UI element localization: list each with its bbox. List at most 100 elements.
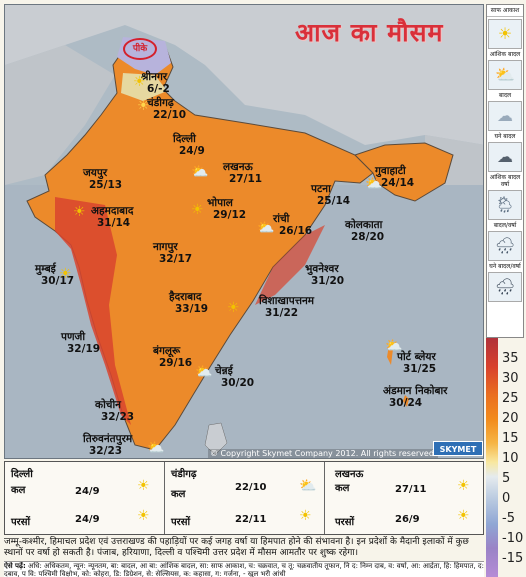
sun-icon: ☀ xyxy=(299,508,312,524)
forecast-temp: 26/9 xyxy=(395,514,420,525)
partly-cloudy-icon: ⛅ xyxy=(257,220,275,236)
forecast-city: चंडीगढ़ xyxy=(171,469,197,480)
weather-legend: साफ आकाश ☀ आंशिक बादल ⛅ बादल ☁ घने बादल … xyxy=(486,4,524,338)
forecast-city: दिल्ली xyxy=(11,469,33,480)
india-landmass xyxy=(26,38,374,451)
city-panaji: पणजी32/19 xyxy=(61,331,101,355)
andaman-islands xyxy=(387,345,393,365)
sri-lanka xyxy=(204,422,228,456)
cloud-icon: ☁ xyxy=(488,101,522,131)
temperature-scale: 35 30 25 20 15 10 5 0 -5 -10 -15 xyxy=(486,338,524,577)
sun-icon: ☀ xyxy=(73,204,86,220)
scale-tick: 10 xyxy=(502,451,519,466)
forecast-temp: 27/11 xyxy=(395,484,427,495)
partly-cloudy-icon: ⛅ xyxy=(488,60,522,90)
partly-cloudy-rain-icon: 🌦 xyxy=(488,190,522,220)
scale-tick: 15 xyxy=(502,431,519,446)
nicobar-islands xyxy=(403,395,409,407)
forecast-day: कल xyxy=(335,483,350,494)
sun-icon: ☀ xyxy=(457,508,470,524)
sun-icon: ☀ xyxy=(227,300,240,316)
city-ranchi: रांची26/16 xyxy=(273,213,313,237)
partly-cloudy-icon: ⛅ xyxy=(195,364,213,380)
west-landmass xyxy=(5,45,115,185)
north-mild-zone xyxy=(121,73,167,101)
sun-icon: ☀ xyxy=(137,508,150,524)
scale-tick: 30 xyxy=(502,371,519,386)
scale-tick: 25 xyxy=(502,391,519,406)
sun-icon: ☀ xyxy=(59,266,72,282)
weather-note: जम्मू-कश्मीर, हिमाचल प्रदेश एवं उत्तराखण… xyxy=(4,537,469,558)
city-delhi: दिल्ली24/9 xyxy=(173,133,205,157)
northeast-region xyxy=(354,142,454,202)
legend-label: आंशिक बादल वर्षा xyxy=(489,174,521,188)
city-kolkata: कोलकाता28/20 xyxy=(345,219,385,243)
abbreviation-key: ऐसे पढ़ें: अधि: अधिकतम, न्यून: न्यूनतम, … xyxy=(4,561,484,577)
forecast-city: लखनऊ xyxy=(335,469,364,480)
forecast-temp: 22/11 xyxy=(235,514,267,525)
partly-cloudy-icon: ⛅ xyxy=(365,176,383,192)
scale-tick: -5 xyxy=(502,511,515,526)
sun-icon: ☀ xyxy=(488,19,522,49)
cloud-rain-icon: 🌧 xyxy=(488,231,522,261)
partly-cloudy-icon: ⛅ xyxy=(385,338,403,354)
india-map xyxy=(5,5,483,458)
scale-tick: -15 xyxy=(502,551,524,566)
dense-cloud-icon: ☁ xyxy=(488,142,522,172)
scale-tick: 5 xyxy=(502,471,511,486)
forecast-day: कल xyxy=(11,485,26,496)
legend-label: बादल xyxy=(498,92,512,99)
forecast-day: कल xyxy=(171,489,186,500)
copyright-notice: © Copyright Skymet Company 2012. All rig… xyxy=(208,449,439,458)
city-patna: पटना25/14 xyxy=(311,183,351,207)
partly-cloudy-icon: ⛅ xyxy=(147,440,165,456)
dense-cloud-rain-icon: 🌧 xyxy=(488,272,522,302)
scale-tick: 35 xyxy=(502,351,519,366)
forecast-temp: 24/9 xyxy=(75,514,100,525)
brand-logo: SKYMET xyxy=(433,441,483,456)
partly-cloudy-icon: ⛅ xyxy=(191,164,209,180)
sun-icon: ☀ xyxy=(133,74,146,90)
east-hot-zone xyxy=(255,225,325,305)
north-landmass xyxy=(5,5,483,145)
west-hot-zone xyxy=(55,197,131,425)
sun-icon: ☀ xyxy=(457,478,470,494)
sun-icon: ☀ xyxy=(191,202,204,218)
forecast-column-delhi: दिल्ली कल 24/9 ☀ परसों 24/9 ☀ xyxy=(5,462,165,534)
forecast-table: दिल्ली कल 24/9 ☀ परसों 24/9 ☀ चंडीगढ़ कल… xyxy=(4,461,484,535)
legend-label: आंशिक बादल xyxy=(489,51,521,58)
legend-label: बादल/वर्षा xyxy=(493,222,517,229)
forecast-column-lucknow: लखनऊ कल 27/11 ☀ परसों 26/9 ☀ xyxy=(325,462,483,534)
abbreviation-heading: ऐसे पढ़ें: xyxy=(4,562,26,570)
forecast-temp: 24/9 xyxy=(75,486,100,497)
forecast-column-chandigarh: चंडीगढ़ कल 22/10 ⛅ परसों 22/11 ☀ xyxy=(165,462,325,534)
sun-icon: ☀ xyxy=(137,98,150,114)
forecast-day: परसों xyxy=(171,517,191,528)
temperature-color-bar xyxy=(486,338,498,577)
legend-label: घने बादल xyxy=(494,133,516,140)
sun-icon: ☀ xyxy=(137,478,150,494)
city-guwahati: गुवाहाटी24/14 xyxy=(375,165,415,189)
forecast-day: परसों xyxy=(335,517,355,528)
scale-tick: 0 xyxy=(502,491,511,506)
abbreviation-text: अधि: अधिकतम, न्यून: न्यूनतम, बा: बादल, आ… xyxy=(4,562,484,577)
scale-tick: -10 xyxy=(502,531,524,546)
page-title: आज का मौसम xyxy=(295,18,444,47)
scale-tick: 20 xyxy=(502,411,519,426)
location-pin: पीके xyxy=(123,38,157,60)
legend-label: घने बादल/वर्षा xyxy=(489,263,521,270)
legend-label: साफ आकाश xyxy=(487,5,523,17)
